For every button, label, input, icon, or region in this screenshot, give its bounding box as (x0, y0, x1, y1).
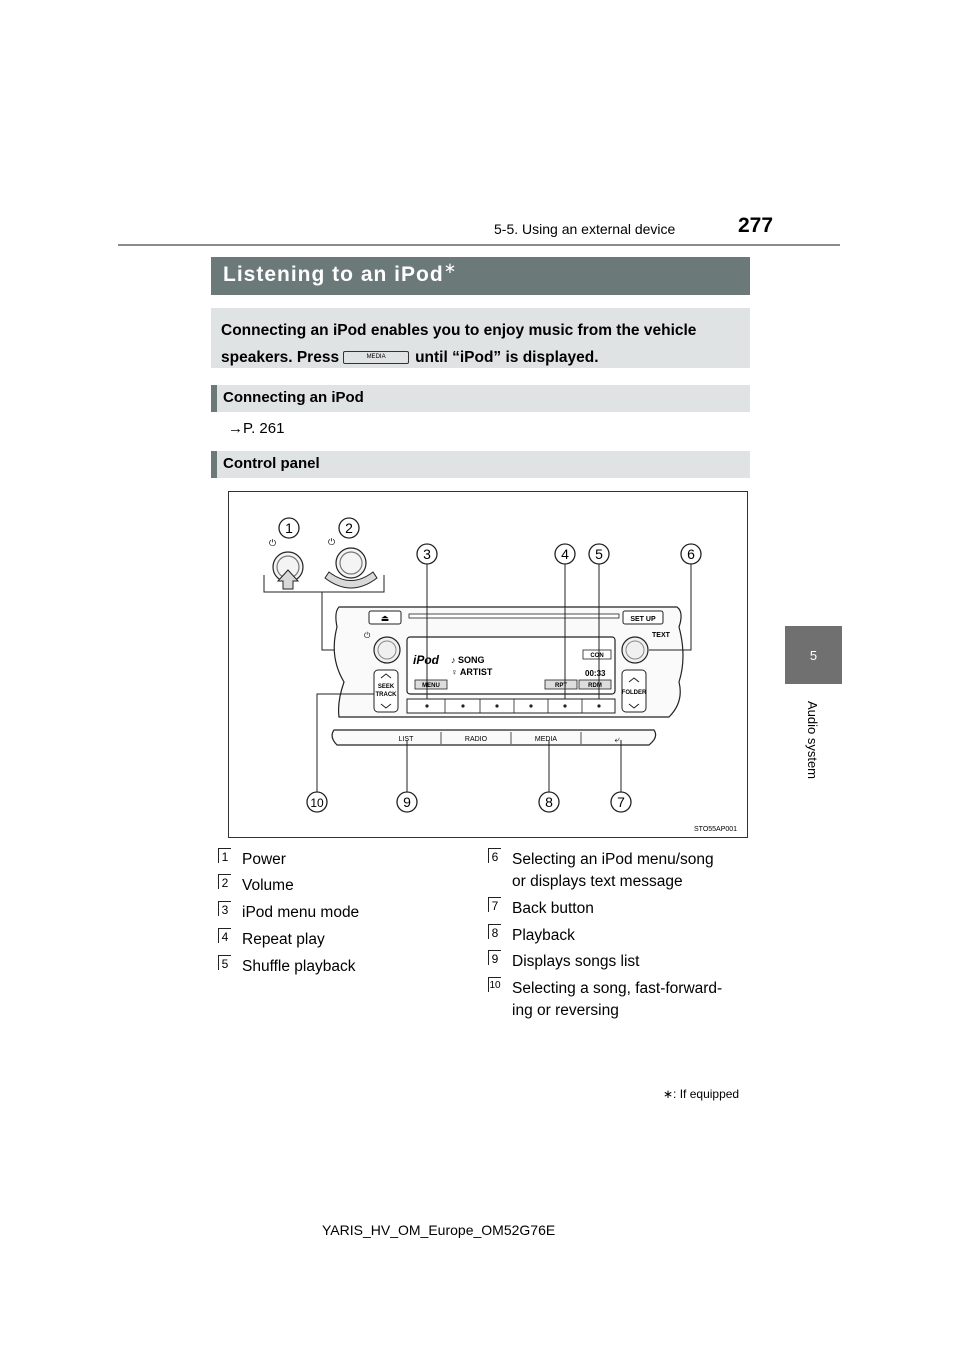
callout-4-label: 4 (561, 546, 569, 562)
press-arrow-icon (276, 569, 300, 590)
control-panel-illustration: 1 2 3 4 5 6 7 8 9 10 ⏻ ⏻ (263, 517, 702, 813)
item-5-number: 5 (218, 955, 231, 971)
cd-slot (408, 613, 620, 619)
callout-2-label: 2 (345, 520, 353, 536)
item-5-text: Shuffle playback (242, 958, 356, 975)
preset-buttons (406, 698, 616, 714)
chapter-label: Audio system (805, 700, 820, 780)
item-8-text: Playback (512, 927, 575, 944)
display-rpt: RPT (555, 683, 567, 689)
intro-text-after: until “iPod” is displayed. (415, 349, 599, 366)
footnote: ∗: If equipped (663, 1087, 740, 1101)
callout-10-label: 10 (310, 796, 324, 810)
radio-label: RADIO (465, 736, 488, 743)
item-6-text-line2: or displays text message (512, 873, 683, 890)
display-rdm: RDM (588, 683, 602, 689)
volume-knob-inset (335, 547, 367, 579)
display-ipod: iPod (413, 653, 440, 667)
item-7-text: Back button (512, 900, 594, 917)
eject-icon: ⏏ (381, 613, 390, 623)
item-6-number: 6 (488, 848, 501, 864)
display-time: 00:33 (585, 669, 606, 678)
subheading-connecting: Connecting an iPod (211, 385, 750, 412)
seek-label: SEEK (378, 684, 395, 690)
callout-3-label: 3 (423, 546, 431, 562)
item-7-number: 7 (488, 897, 501, 913)
power-symbol-icon-2: ⏻ (328, 537, 335, 547)
item-3-text: iPod menu mode (242, 904, 360, 921)
seek-track-rocker (373, 669, 399, 713)
bottom-button-bar (331, 729, 657, 746)
display-artist: ♀ ARTIST (451, 667, 493, 677)
section-title: 5-5. Using an external device (494, 221, 676, 237)
chapter-number: 5 (809, 647, 818, 663)
power-symbol-icon: ⏻ (269, 538, 276, 548)
legend-right: 6 Selecting an iPod menu/song or display… (488, 848, 750, 1028)
setup-button-label: SET UP (630, 616, 656, 623)
item-10-text: Selecting a song, fast-forward- (512, 980, 723, 997)
figure-code: STO55AP001 (694, 826, 738, 833)
turn-arrow-icon (324, 571, 378, 589)
item-9-number: 9 (488, 950, 501, 966)
media-button-icon: MEDIA (343, 351, 410, 365)
intro-text-before: Connecting an iPod enables you to enjoy … (221, 322, 697, 366)
callout-8-label: 8 (545, 794, 553, 810)
back-icon: ⤶ (614, 734, 620, 744)
item-8-number: 8 (488, 924, 501, 940)
callout-6-label: 6 (687, 546, 695, 562)
subheading-control-panel: Control panel (211, 451, 750, 478)
intro-box: Connecting an iPod enables you to enjoy … (211, 308, 750, 368)
item-4-number: 4 (218, 928, 231, 944)
item-2-text: Volume (242, 877, 294, 894)
display-con: CON (590, 653, 603, 659)
page-title: Listening to an iPod∗ (211, 257, 750, 295)
callout-1 (278, 517, 300, 539)
svg-text:⏻: ⏻ (364, 631, 371, 640)
item-10-text-line2: ing or reversing (512, 1002, 619, 1019)
item-1-text: Power (242, 851, 286, 868)
header-divider (118, 244, 840, 246)
callout-9-label: 9 (403, 794, 411, 810)
track-label: TRACK (376, 692, 398, 698)
item-6-text: Selecting an iPod menu/song (512, 851, 714, 868)
folder-rocker (621, 669, 647, 713)
page-title-text: Listening to an iPod (223, 263, 444, 286)
text-label: TEXT (652, 632, 671, 639)
display-menu: MENU (422, 683, 440, 689)
document-footer: YARIS_HV_OM_Europe_OM52G76E (322, 1222, 556, 1238)
item-4-text: Repeat play (242, 931, 325, 948)
callout-1-label: 1 (285, 520, 293, 536)
item-9-text: Displays songs list (512, 953, 640, 970)
item-10-number: 10 (488, 977, 501, 992)
item-1-number: 1 (218, 848, 231, 864)
item-3-number: 3 (218, 901, 231, 917)
legend-left: 1 Power 2 Volume 3 iPod menu mode 4 Repe… (218, 848, 468, 988)
page-number: 277 (738, 214, 774, 237)
chapter-tab: 5 (785, 626, 842, 684)
folder-label: FOLDER (622, 690, 647, 696)
media-label: MEDIA (535, 736, 558, 743)
page-reference: →P. 261 (228, 420, 285, 437)
display-song: ♪ SONG (451, 655, 485, 665)
callout-5-label: 5 (595, 546, 603, 562)
control-panel-figure: 1 2 3 4 5 6 7 8 9 10 ⏻ ⏻ (228, 491, 748, 838)
list-label: LIST (399, 736, 415, 743)
callout-7-label: 7 (617, 794, 625, 810)
item-2-number: 2 (218, 874, 231, 890)
equipped-mark: ∗ (443, 260, 458, 277)
